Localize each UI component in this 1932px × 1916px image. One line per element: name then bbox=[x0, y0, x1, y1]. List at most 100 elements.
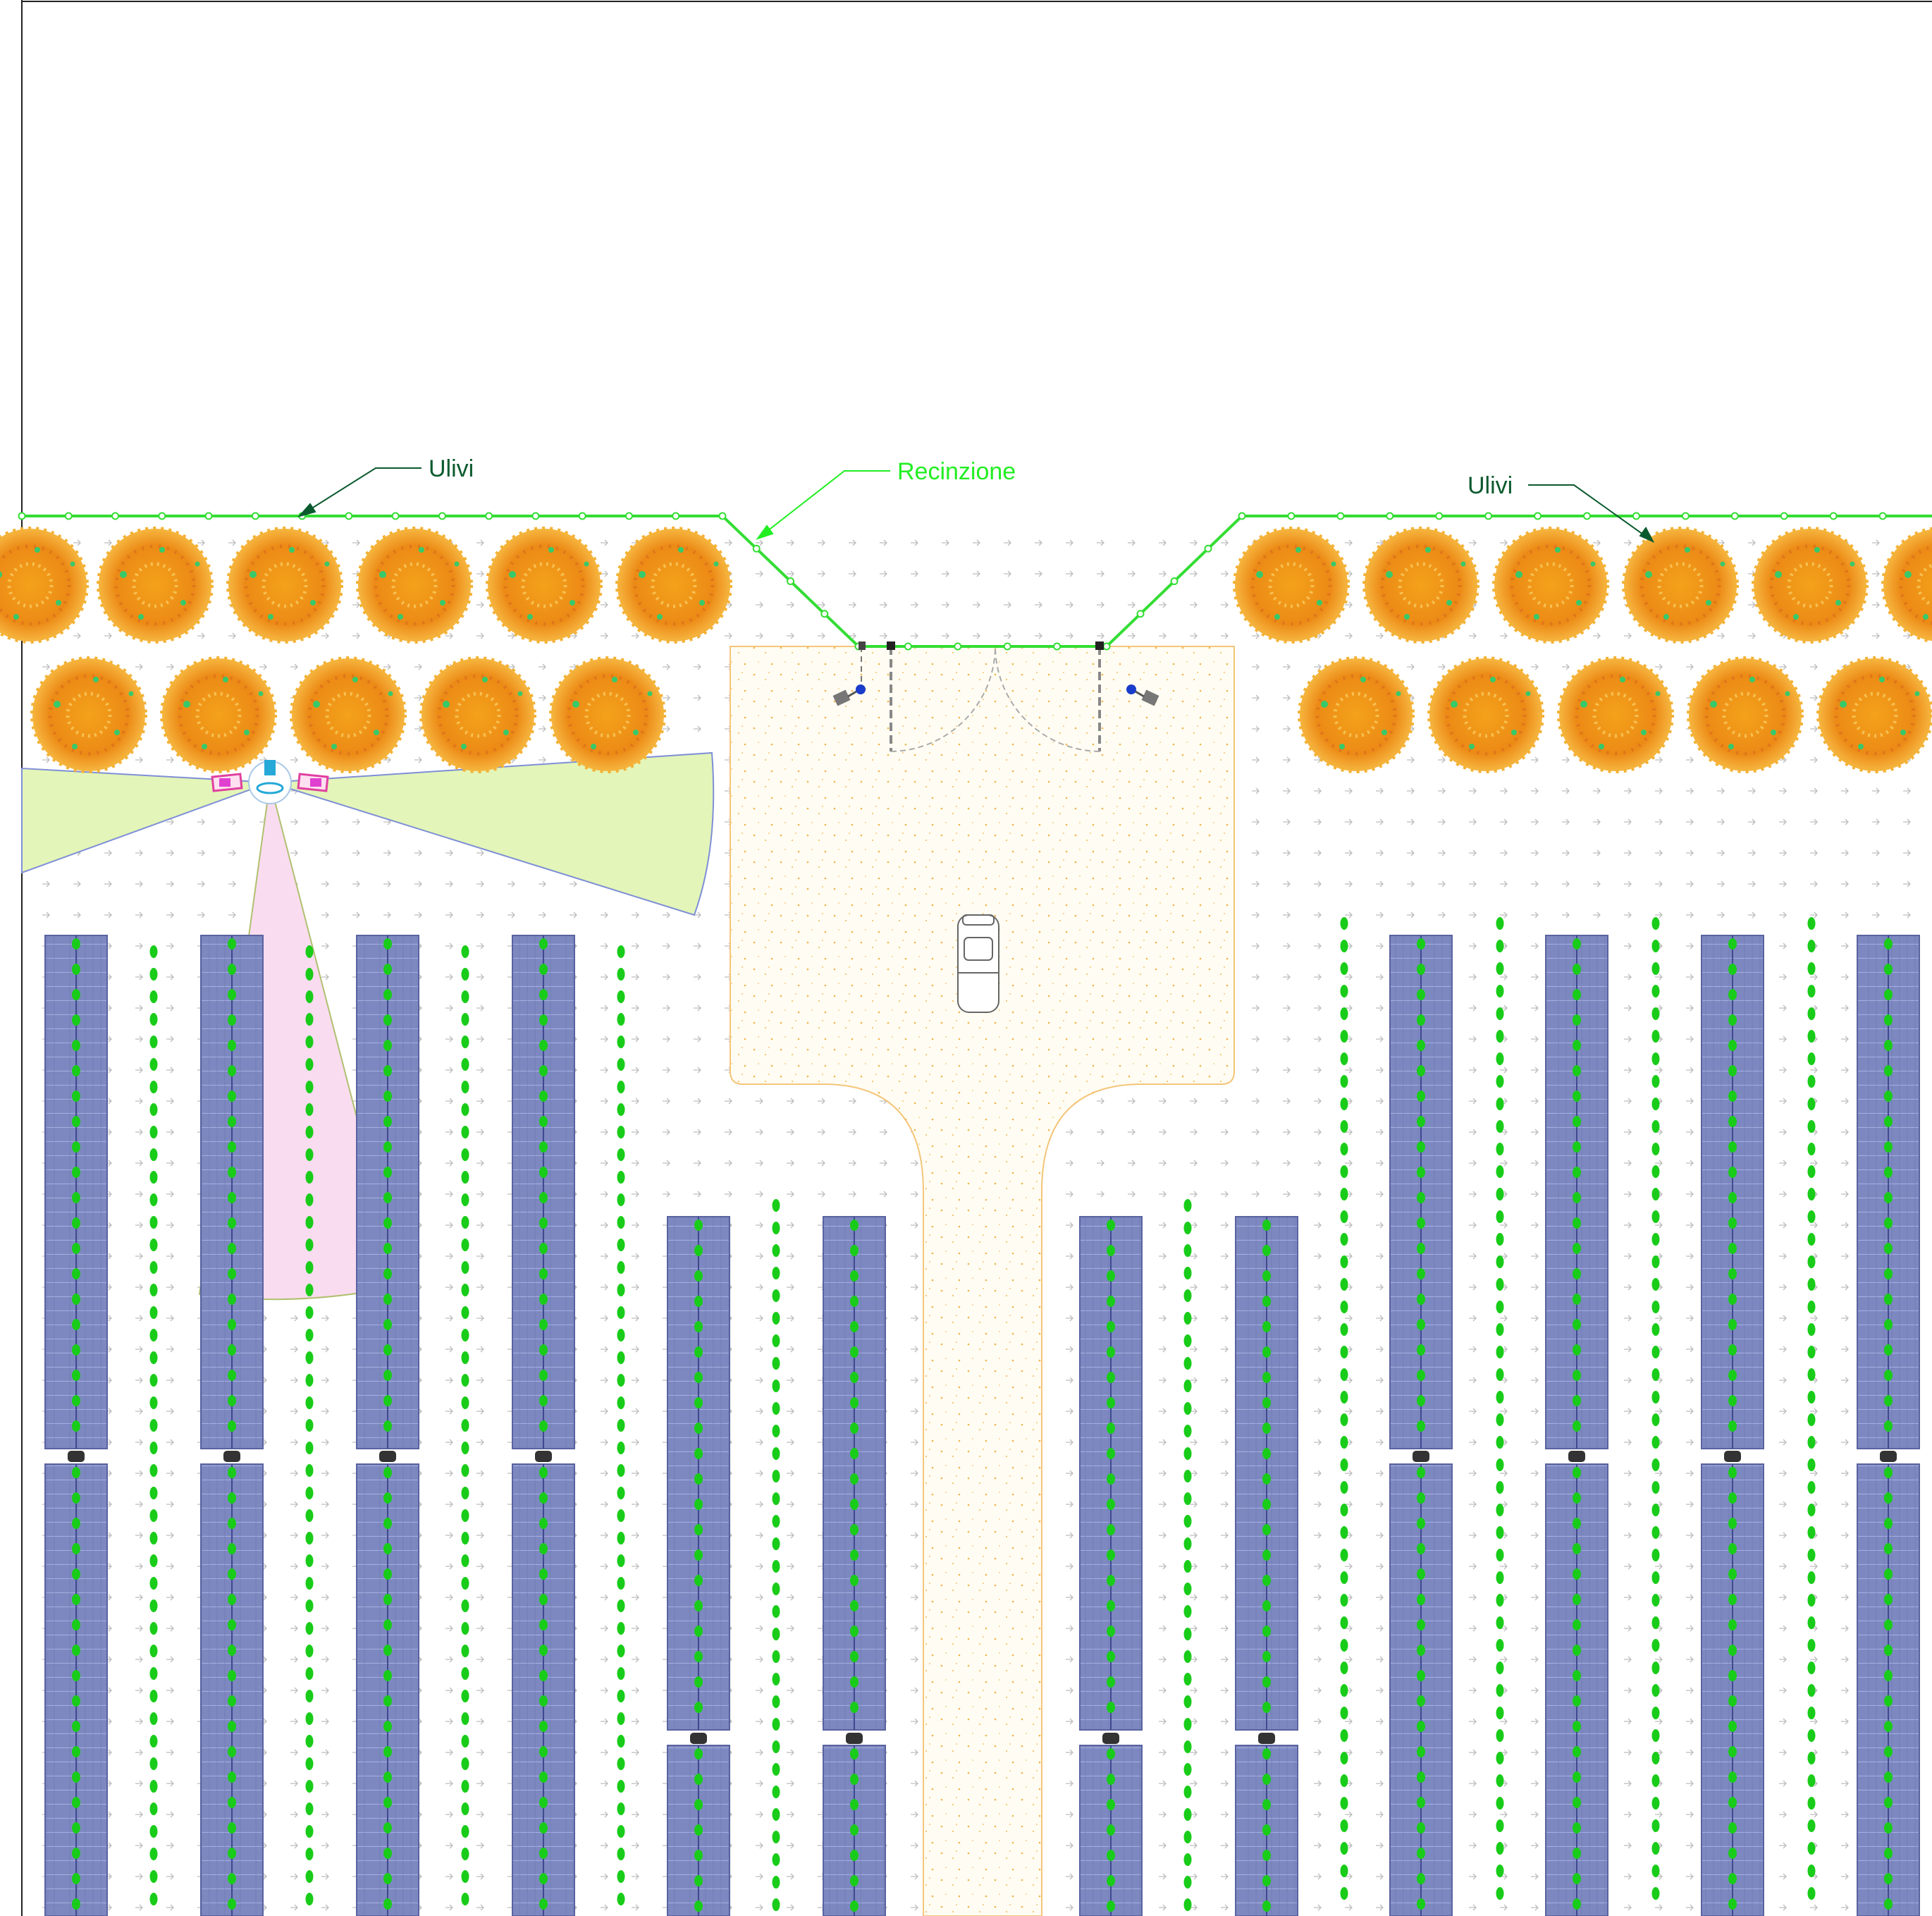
hedge-row bbox=[1183, 1199, 1192, 1911]
leader-olives-right bbox=[1528, 484, 1655, 544]
fence-post bbox=[1878, 512, 1887, 520]
olive-tree bbox=[1365, 529, 1477, 641]
light-pole-icon bbox=[1126, 684, 1159, 706]
fence-post bbox=[718, 512, 727, 520]
hedge-row bbox=[617, 945, 625, 1905]
solar-panel-row bbox=[512, 1463, 575, 1916]
olive-tree bbox=[1429, 658, 1542, 771]
camera-cone-right bbox=[269, 751, 715, 916]
solar-panel-row bbox=[512, 935, 575, 1449]
fence-post bbox=[438, 512, 446, 520]
olive-tree bbox=[1754, 529, 1866, 641]
solar-panel-row bbox=[1545, 935, 1608, 1449]
solar-panel-row bbox=[1389, 935, 1453, 1449]
label-fence: Recinzione bbox=[897, 458, 1016, 485]
fence-post bbox=[954, 642, 962, 651]
panel-connector bbox=[1880, 1451, 1897, 1462]
olive-tree bbox=[1559, 658, 1672, 771]
fence-post bbox=[624, 512, 633, 520]
olive-tree bbox=[358, 529, 471, 641]
panel-connector bbox=[379, 1451, 396, 1462]
fence-post bbox=[820, 610, 829, 618]
hedge-row bbox=[305, 945, 314, 1905]
olive-tree bbox=[99, 529, 211, 641]
olive-tree bbox=[1819, 658, 1931, 771]
solar-panel-row bbox=[1235, 1745, 1298, 1916]
fence-post bbox=[1170, 577, 1179, 585]
fence-post bbox=[672, 512, 680, 520]
solar-panel-row bbox=[823, 1216, 886, 1731]
camera-cone-left bbox=[21, 767, 271, 874]
solar-panel-row bbox=[200, 935, 264, 1449]
olive-tree bbox=[422, 658, 534, 771]
olive-tree bbox=[1235, 529, 1348, 641]
panel-connector bbox=[1724, 1451, 1741, 1462]
panel-connector bbox=[1413, 1451, 1429, 1462]
solar-panel-row bbox=[1079, 1216, 1143, 1731]
solar-panel-row bbox=[1545, 1463, 1608, 1916]
solar-panel-row bbox=[200, 1463, 264, 1916]
panel-connector bbox=[535, 1451, 552, 1462]
solar-panel-row bbox=[44, 1463, 108, 1916]
fence-post bbox=[1238, 512, 1246, 520]
panel-connector bbox=[690, 1733, 707, 1744]
solar-panel-row bbox=[356, 1463, 419, 1916]
panel-connector bbox=[1258, 1733, 1275, 1744]
fence-post bbox=[1681, 512, 1690, 520]
solar-panel-row bbox=[1857, 1463, 1920, 1916]
hedge-rows bbox=[149, 917, 1816, 1911]
solar-panel-row bbox=[1389, 1463, 1453, 1916]
solar-panel-row bbox=[1235, 1216, 1298, 1731]
fence-post bbox=[64, 512, 73, 520]
solar-panel-row bbox=[823, 1745, 886, 1916]
hedge-row bbox=[149, 945, 158, 1905]
leader-fence bbox=[756, 470, 890, 540]
fence-post bbox=[1534, 512, 1542, 520]
olive-tree bbox=[1624, 529, 1737, 641]
fence-post bbox=[345, 512, 353, 520]
fence-post bbox=[578, 512, 586, 520]
fence-post bbox=[251, 512, 259, 520]
solar-panel-row bbox=[1701, 1463, 1764, 1916]
gate-icon bbox=[859, 641, 1104, 752]
fence-post bbox=[391, 512, 400, 520]
fence-posts bbox=[18, 512, 1887, 651]
solar-panel-row bbox=[667, 1745, 730, 1916]
fence-post bbox=[1003, 642, 1011, 651]
fence-post bbox=[1336, 512, 1345, 520]
olive-tree bbox=[228, 529, 341, 641]
fence-post bbox=[1829, 512, 1838, 520]
fence-post bbox=[1484, 512, 1493, 520]
fence-post bbox=[18, 512, 26, 520]
perimeter-fence bbox=[22, 515, 1932, 648]
fence-post bbox=[531, 512, 540, 520]
fence-post bbox=[1204, 544, 1212, 553]
solar-panel-row bbox=[1857, 935, 1920, 1449]
panel-connector bbox=[223, 1451, 240, 1462]
fence-post bbox=[787, 577, 794, 585]
fence-post bbox=[1102, 642, 1111, 651]
fence-post bbox=[1386, 512, 1394, 520]
fence-post bbox=[485, 512, 493, 520]
olive-tree bbox=[617, 529, 730, 641]
fence-post bbox=[1780, 512, 1788, 520]
fence-post bbox=[1632, 512, 1640, 520]
solar-panel-rows bbox=[44, 935, 1920, 1916]
label-olives-right: Ulivi bbox=[1468, 472, 1513, 499]
fence-post bbox=[752, 544, 761, 553]
solar-panel-row bbox=[44, 935, 108, 1449]
fence-post bbox=[1053, 642, 1062, 651]
hedge-row bbox=[1496, 917, 1504, 1900]
olive-tree bbox=[1689, 658, 1802, 771]
car-icon bbox=[957, 914, 999, 1013]
hedge-row bbox=[772, 1199, 780, 1911]
solar-panel-row bbox=[1701, 935, 1764, 1449]
panel-connector bbox=[68, 1451, 85, 1462]
solar-panel-row bbox=[1079, 1745, 1143, 1916]
label-olives-left: Ulivi bbox=[429, 455, 474, 482]
olive-tree bbox=[292, 658, 405, 771]
fence-post bbox=[204, 512, 213, 520]
panel-connector bbox=[1568, 1451, 1585, 1462]
olive-tree bbox=[488, 529, 601, 641]
fence-post bbox=[1730, 512, 1739, 520]
